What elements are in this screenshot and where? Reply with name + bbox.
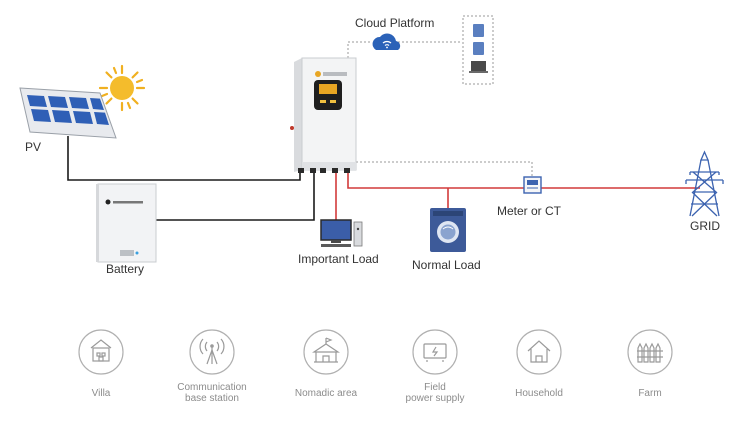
villa-icon bbox=[78, 329, 124, 375]
sun-icon bbox=[98, 64, 146, 112]
battery-icon bbox=[96, 183, 157, 263]
tent-icon bbox=[303, 329, 349, 375]
app-name-communication-line2: base station bbox=[185, 393, 239, 404]
cloud-platform-label: Cloud Platform bbox=[355, 16, 435, 30]
grid-label: GRID bbox=[690, 219, 720, 233]
app-name-field-power-line2: power supply bbox=[405, 393, 465, 404]
fence-icon bbox=[627, 329, 673, 375]
app-name-villa: Villa bbox=[91, 388, 111, 399]
cloud-wifi-icon bbox=[372, 33, 401, 50]
transmission-tower-icon bbox=[685, 150, 724, 217]
meter-label: Meter or CT bbox=[497, 204, 562, 218]
devices-icon bbox=[462, 15, 494, 85]
app-name-nomadic: Nomadic area bbox=[294, 388, 358, 399]
normal-load-label: Normal Load bbox=[412, 258, 481, 272]
computer-icon bbox=[320, 219, 363, 247]
meter-icon bbox=[523, 176, 542, 194]
battery-label: Battery bbox=[106, 262, 145, 276]
app-name-communication-line1: Communication bbox=[177, 382, 247, 393]
important-load-label: Important Load bbox=[298, 252, 379, 266]
inverter-icon bbox=[290, 57, 357, 173]
app-name-farm: Farm bbox=[638, 388, 662, 399]
app-name-communication: Communication base station bbox=[162, 382, 262, 404]
house-icon bbox=[516, 329, 562, 375]
solar-panel-icon bbox=[19, 87, 117, 139]
power-supply-icon bbox=[412, 329, 458, 375]
app-name-field-power-line1: Field bbox=[424, 382, 446, 393]
antenna-icon bbox=[189, 329, 235, 375]
washing-machine-icon bbox=[430, 208, 466, 252]
app-name-household: Household bbox=[515, 388, 563, 399]
comm-lines bbox=[347, 41, 533, 178]
app-name-field-power: Field power supply bbox=[385, 382, 485, 404]
dc-lines bbox=[67, 136, 315, 221]
pv-label: PV bbox=[25, 140, 42, 154]
